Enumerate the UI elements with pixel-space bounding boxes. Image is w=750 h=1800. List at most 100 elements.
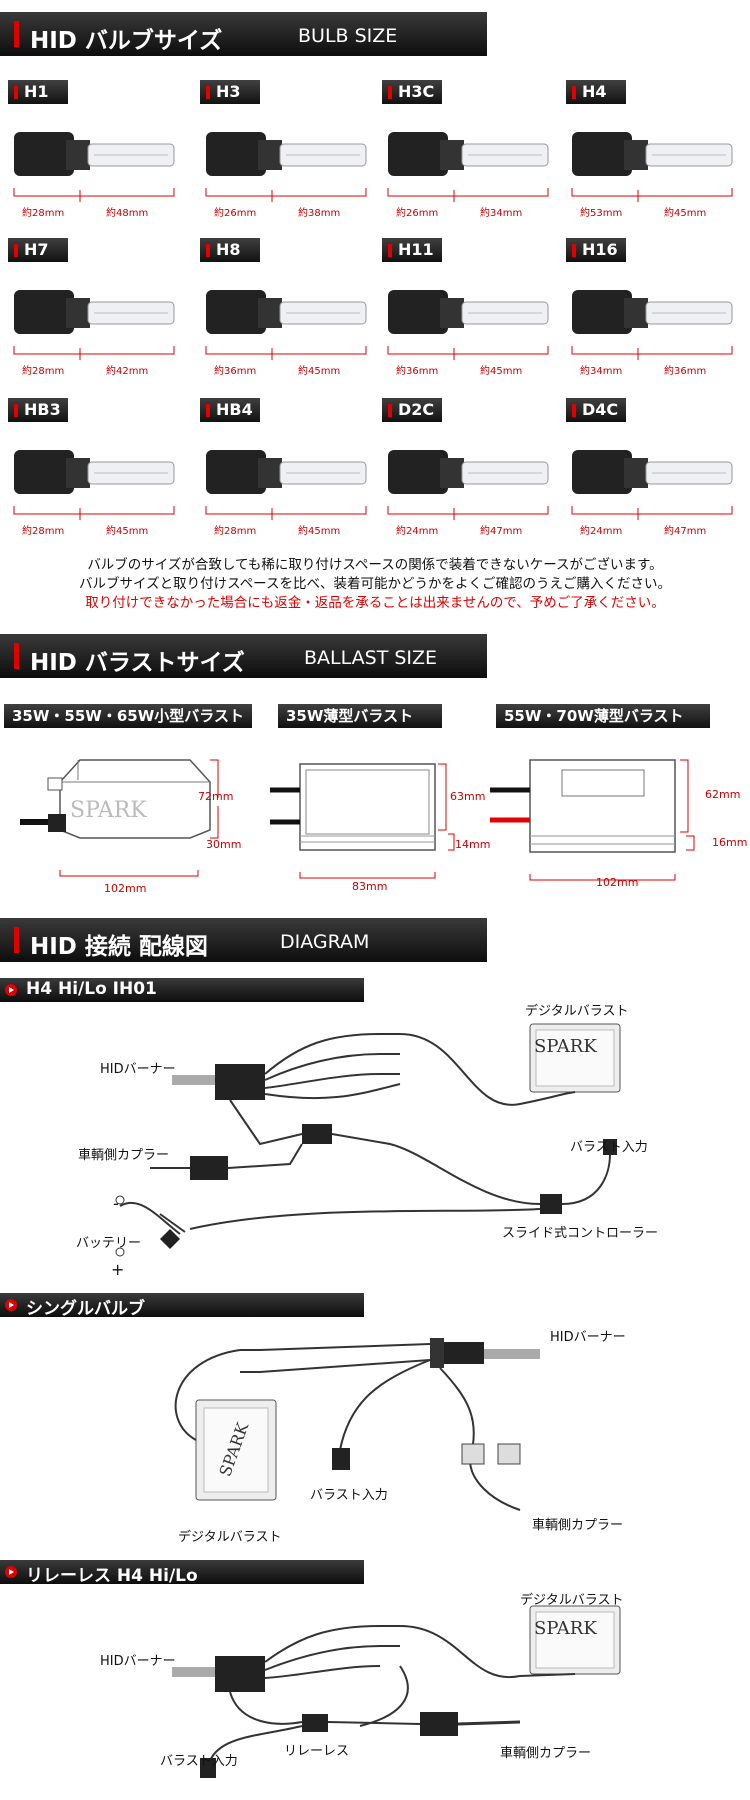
ballast-size-title: HID バラストサイズ — [30, 650, 245, 676]
bulb-name: H11 — [398, 240, 434, 259]
bulb-glass-dimension: 約45mm — [664, 208, 707, 219]
bulb-tab-d4c: D4C — [566, 398, 626, 422]
bulb-glass-dimension: 約38mm — [298, 208, 341, 219]
bulb-size-header: HID バルブサイズ BULB SIZE — [0, 12, 487, 56]
bulb-name: H3 — [216, 82, 241, 101]
label-vehicle-coupler-1: 車輌側カプラー — [78, 1148, 170, 1163]
tab-accent-mark — [206, 86, 210, 99]
diagram-header: HID 接続 配線図 DIAGRAM — [0, 918, 487, 962]
bulb-name: D2C — [398, 400, 435, 419]
tab-accent-mark — [572, 404, 576, 417]
diagram-relayless-header: リレーレス H4 Hi/Lo — [0, 1560, 364, 1586]
bulb-glass-dimension: 約45mm — [298, 526, 341, 537]
bulb-base-dimension: 約26mm — [396, 208, 439, 219]
ballast-thin-35w-drawing — [270, 763, 455, 879]
bulb-glass-dimension: 約42mm — [106, 366, 149, 377]
ballast-size-header: HID バラストサイズ BALLAST SIZE — [0, 634, 487, 678]
ballast-tab-thin-35w: 35W薄型バラスト — [278, 704, 442, 728]
bulb-base-dimension: 約26mm — [214, 208, 257, 219]
bulb-base-dimension: 約36mm — [396, 366, 439, 377]
tab-accent-mark — [388, 404, 392, 417]
bulb-tab-h1: H1 — [8, 80, 68, 104]
bulb-base-dimension: 約28mm — [22, 366, 65, 377]
bulb-name: H1 — [24, 82, 49, 101]
bulb-image-h4 — [571, 132, 733, 202]
ballast-tab-thin-55w-70w: 55W・70W薄型バラスト — [496, 704, 710, 728]
ballast-thin-35w-height: 63mm — [450, 790, 486, 803]
bulb-tab-h11: H11 — [382, 238, 442, 262]
label-relayless: リレーレス — [284, 1744, 350, 1759]
bulb-image-hb3 — [13, 450, 175, 520]
header-accent-bar — [14, 927, 19, 953]
header-accent-bar — [14, 643, 19, 669]
spark-watermark: SPARK — [70, 798, 147, 823]
bulb-image-h7 — [13, 290, 175, 360]
bulb-base-dimension: 約24mm — [396, 526, 439, 537]
label-minus: - — [113, 1194, 119, 1213]
label-hid-burner-3: HIDバーナー — [100, 1654, 176, 1669]
bulb-image-d2c — [387, 450, 549, 520]
label-ballast-input-2: バラスト入力 — [310, 1488, 388, 1503]
tab-accent-mark — [14, 86, 18, 99]
diagram-relayless-wiring — [172, 1605, 621, 1778]
diagram-h4-wiring — [115, 1023, 621, 1257]
bulb-name: H4 — [582, 82, 607, 101]
note-line-2: バルブサイズと取り付けスペースを比べ、装着可能かどうかをよくご確認のうえご購入く… — [79, 576, 671, 592]
bulb-image-h16 — [571, 290, 733, 360]
play-icon — [5, 1299, 17, 1311]
bulb-image-hb4 — [205, 450, 367, 520]
ballast-thin-55w-drawing — [490, 759, 695, 881]
ballast-small-height: 72mm — [198, 790, 234, 803]
bulb-base-dimension: 約24mm — [580, 526, 623, 537]
diagram-h4-header: H4 Hi/Lo IH01 — [0, 978, 364, 1002]
label-digital-ballast-1: デジタルバラスト — [525, 1004, 629, 1019]
ballast-tab-small: 35W・55W・65W小型バラスト — [4, 704, 252, 728]
bulb-tab-hb4: HB4 — [200, 398, 260, 422]
bulb-glass-dimension: 約45mm — [298, 366, 341, 377]
bulb-image-d4c — [571, 450, 733, 520]
bulb-size-title: HID バルブサイズ — [30, 28, 223, 54]
tab-accent-mark — [206, 404, 210, 417]
label-slide-controller: スライド式コントローラー — [502, 1226, 659, 1241]
tab-accent-mark — [388, 244, 392, 257]
note-line-1: バルブのサイズが合致しても稀に取り付けスペースの関係で装着できないケースがござい… — [87, 557, 663, 573]
tab-accent-mark — [14, 244, 18, 257]
diagram-relayless-title: リレーレス H4 Hi/Lo — [26, 1566, 198, 1586]
bulb-base-dimension: 約53mm — [580, 208, 623, 219]
bulb-base-dimension: 約28mm — [22, 526, 65, 537]
bulb-tab-h16: H16 — [566, 238, 626, 262]
label-plus: + — [111, 1260, 125, 1279]
ballast-thin-35w-width: 83mm — [352, 880, 388, 893]
ballast-thin-55w-height: 62mm — [705, 788, 741, 801]
bulb-glass-dimension: 約36mm — [664, 366, 707, 377]
label-hid-burner-1: HIDバーナー — [100, 1062, 176, 1077]
bulb-tab-h4: H4 — [566, 80, 626, 104]
label-vehicle-coupler-2: 車輌側カプラー — [532, 1518, 624, 1533]
bulb-glass-dimension: 約45mm — [480, 366, 523, 377]
bulb-base-dimension: 約28mm — [214, 526, 257, 537]
bulb-name: D4C — [582, 400, 619, 419]
bulb-tab-h3c: H3C — [382, 80, 442, 104]
ballast-small-drawing — [20, 759, 219, 877]
label-battery: バッテリー — [76, 1236, 142, 1251]
bulb-image-h1 — [13, 132, 175, 202]
bulb-name: H8 — [216, 240, 241, 259]
bulb-glass-dimension: 約34mm — [480, 208, 523, 219]
note-line-3-warning: 取り付けできなかった場合にも返金・返品を承ることは出来ませんので、予めご了承くだ… — [85, 595, 665, 611]
header-accent-bar — [14, 21, 19, 47]
bulb-name: H3C — [398, 82, 435, 101]
bulb-image-h11 — [387, 290, 549, 360]
bulb-image-h3 — [205, 132, 367, 202]
label-vehicle-coupler-3: 車輌側カプラー — [500, 1746, 592, 1761]
tab-accent-mark — [206, 244, 210, 257]
bulb-tab-d2c: D2C — [382, 398, 442, 422]
diagram-single-header: シングルバルブ — [0, 1293, 364, 1319]
ballast-thin-35w-depth: 14mm — [455, 838, 491, 851]
ballast-size-subtitle: BALLAST SIZE — [304, 647, 438, 669]
label-ballast-input-3: バラスト入力 — [160, 1754, 238, 1769]
bulb-image-h3c — [387, 132, 549, 202]
bulb-name: H16 — [582, 240, 618, 259]
ballast-thin-55w-depth: 16mm — [712, 836, 748, 849]
diagram-single-wiring — [174, 1338, 540, 1511]
play-icon — [5, 984, 17, 996]
